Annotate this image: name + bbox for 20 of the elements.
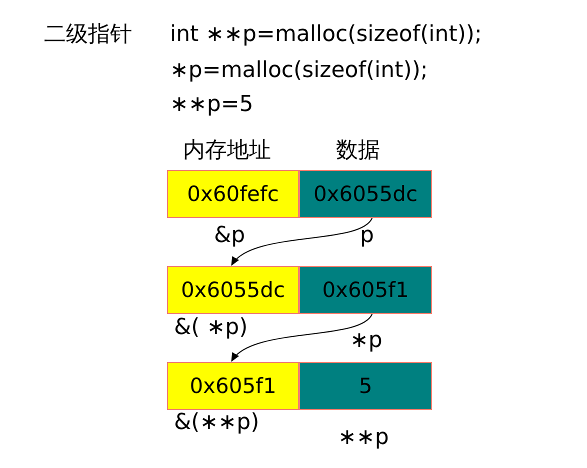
variable-label: p [360, 225, 374, 247]
variable-label: ∗∗p [338, 427, 389, 449]
address-cell: 0x605f1 [167, 362, 299, 410]
variable-label: &p [214, 225, 246, 247]
data-cell: 5 [299, 362, 432, 410]
address-cell: 0x6055dc [167, 266, 299, 314]
data-cell: 0x6055dc [299, 170, 432, 218]
column-header: 内存地址 [183, 140, 271, 162]
curved-arrow [231, 218, 373, 266]
variable-label: &( ∗p) [174, 317, 248, 339]
code-line: ∗p=malloc(sizeof(int)); [170, 60, 428, 82]
title: 二级指针 [44, 24, 132, 46]
column-header: 数据 [336, 140, 380, 162]
data-cell: 0x605f1 [299, 266, 432, 314]
variable-label: &(∗∗p) [174, 412, 260, 434]
curved-arrow [231, 314, 373, 362]
code-line: ∗∗p=5 [170, 94, 254, 116]
variable-label: ∗p [350, 330, 382, 352]
address-cell: 0x60fefc [167, 170, 299, 218]
code-line: int ∗∗p=malloc(sizeof(int)); [170, 24, 482, 46]
